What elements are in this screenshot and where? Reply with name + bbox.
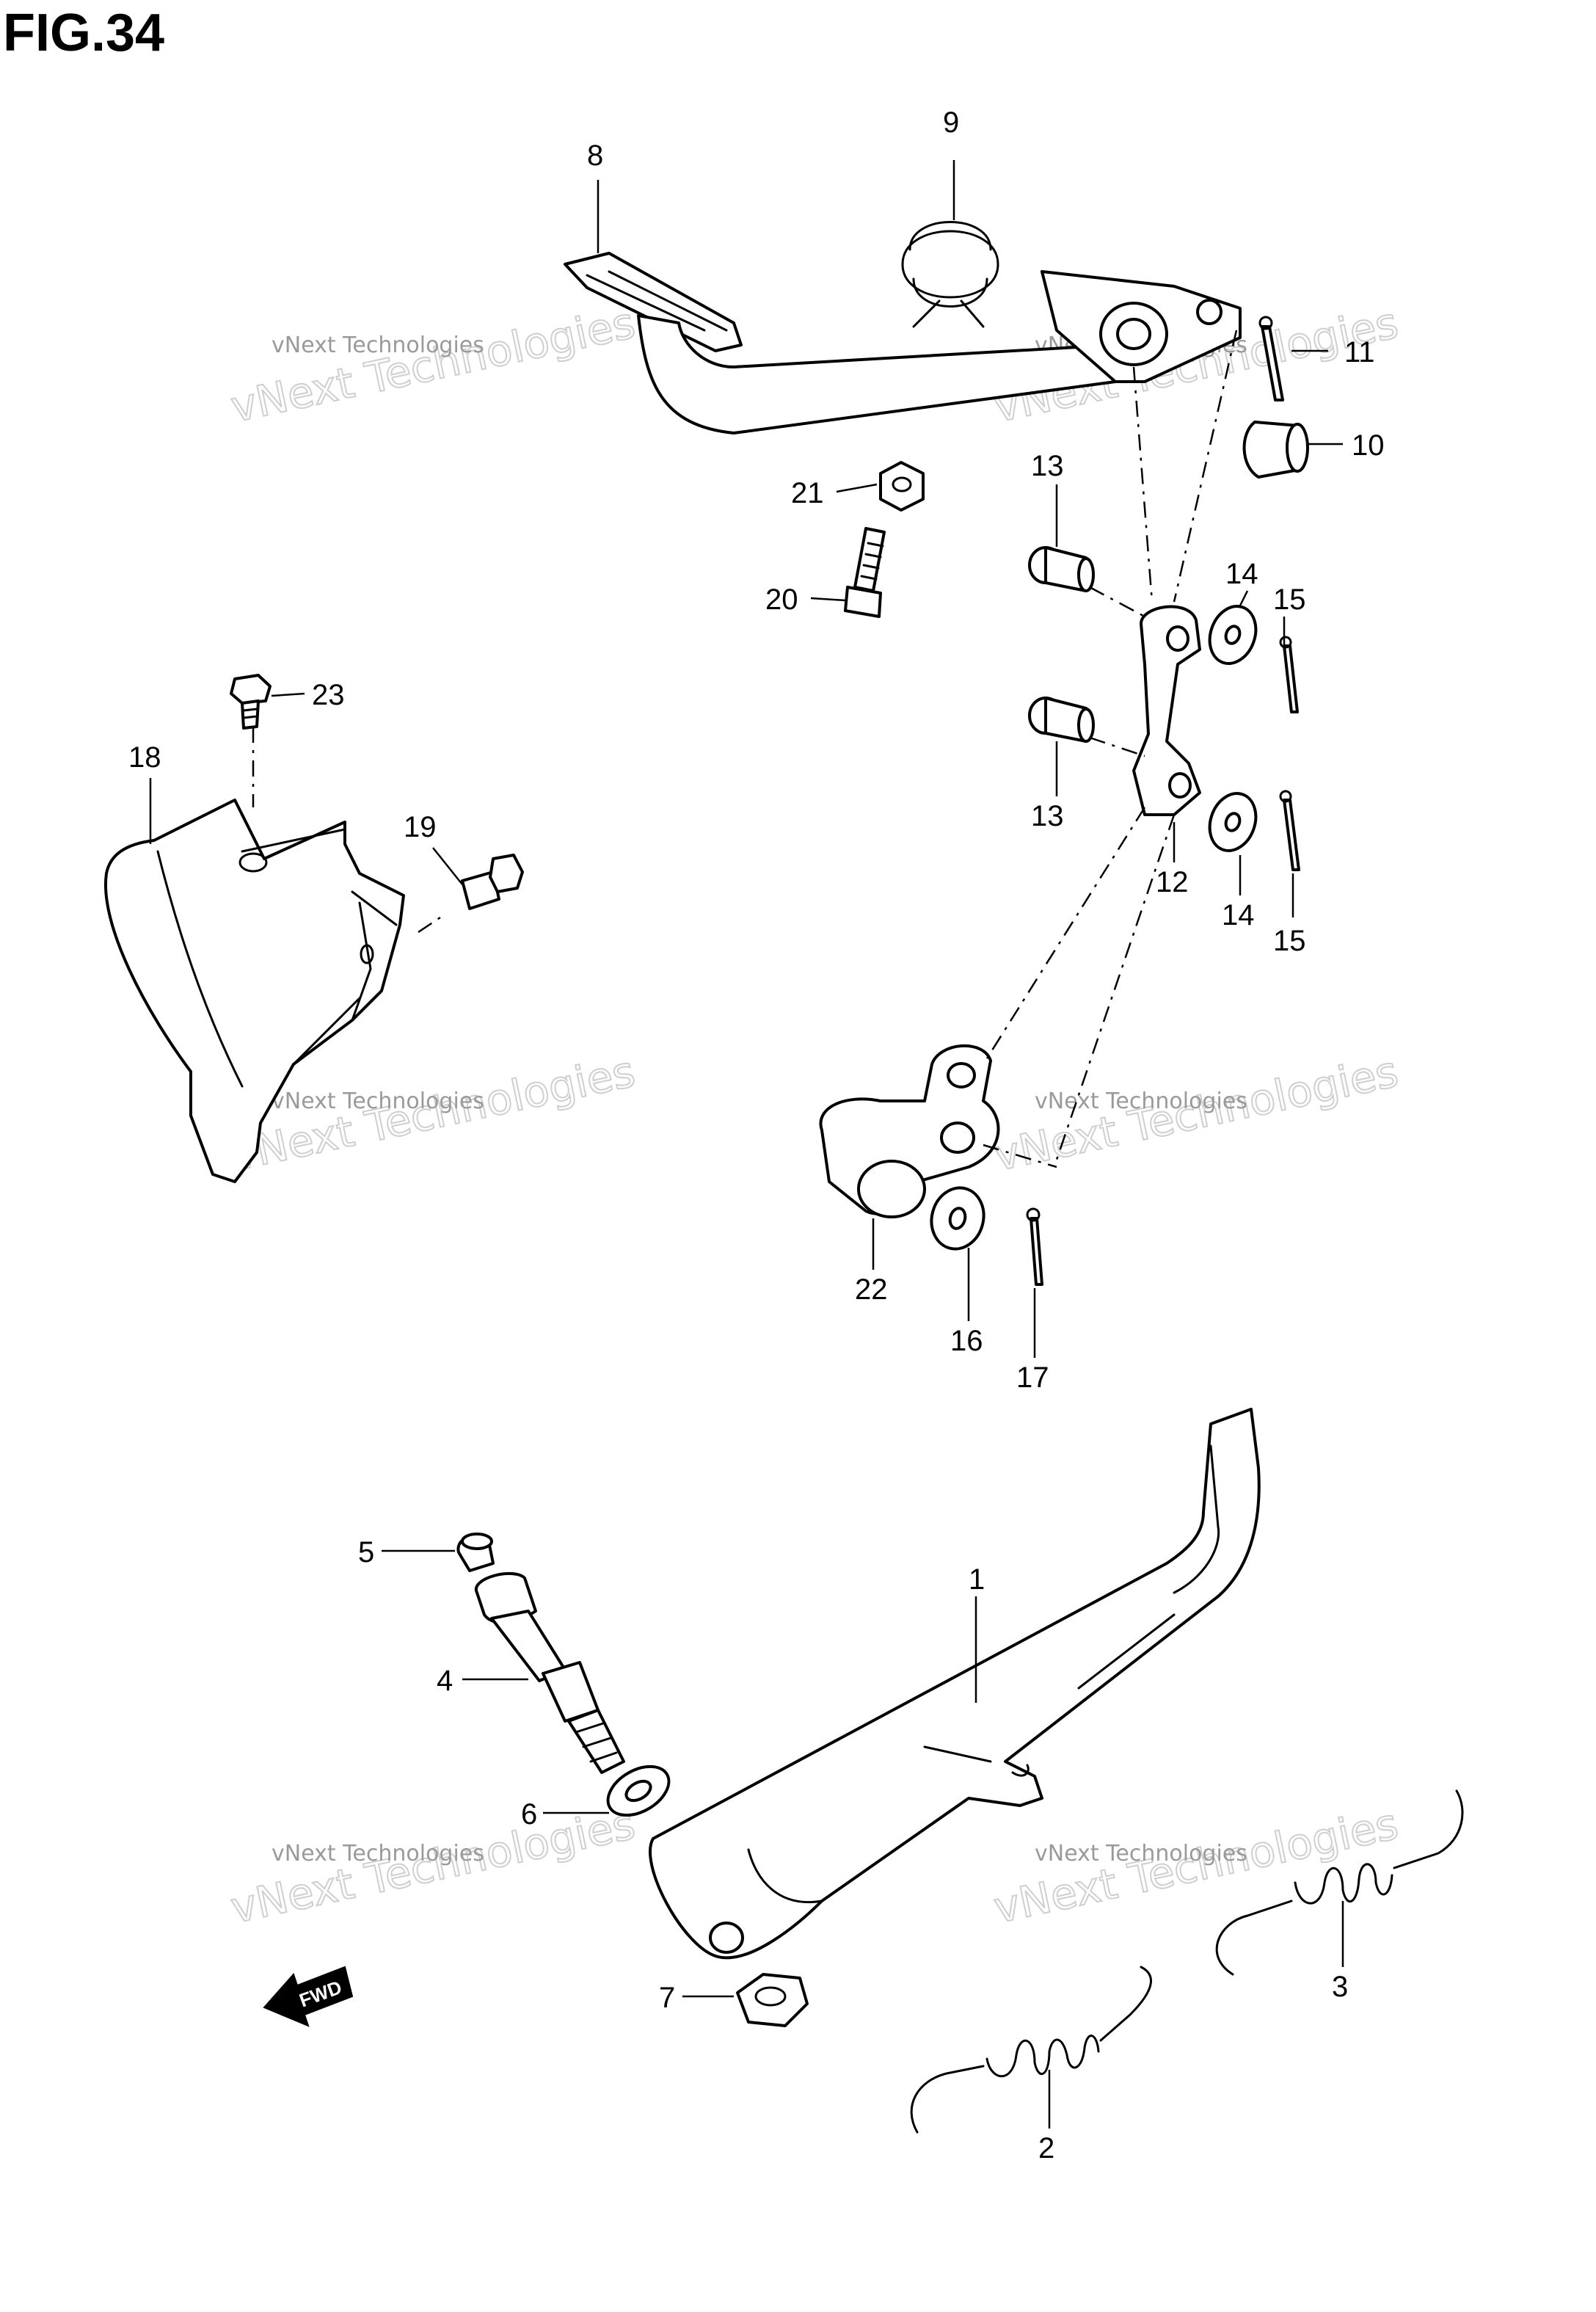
callout-12: 12 xyxy=(1156,866,1189,898)
part-20-cotter-pin xyxy=(1026,1207,1043,1286)
part-13-pin-lower xyxy=(1028,697,1095,743)
part-8-brake-pedal xyxy=(564,252,1242,435)
fwd-direction-arrow: FWD xyxy=(263,1966,354,2027)
watermark-6: vNext Technologies vNext Technologies xyxy=(989,1798,1403,1934)
part-12-rod xyxy=(1132,605,1201,816)
watermark-text-1: vNext Technologies xyxy=(272,332,484,358)
watermark-4: vNext Technologies vNext Technologies xyxy=(989,1046,1403,1182)
callout-14-upper: 14 xyxy=(1225,558,1258,590)
callout-16: 20 xyxy=(765,584,798,616)
figure-title: FIG.34 xyxy=(3,4,165,62)
part-19-washer xyxy=(930,1186,985,1251)
callout-19: 16 xyxy=(950,1325,983,1357)
part-13-pin-upper xyxy=(1028,546,1095,592)
callout-13-upper: 13 xyxy=(1031,450,1064,482)
part-6-washer xyxy=(606,1764,671,1817)
callout-13-lower: 13 xyxy=(1031,800,1064,832)
part-22-bolt xyxy=(461,854,524,910)
part-18-arm xyxy=(819,1044,1000,1218)
callout-15-upper: 15 xyxy=(1273,584,1306,616)
callout-5: 5 xyxy=(358,1536,374,1568)
watermark-text-5: vNext Technologies xyxy=(272,1841,484,1866)
callout-8: 8 xyxy=(587,139,603,172)
part-15-cotter-pin-upper xyxy=(1279,636,1299,713)
callout-10: 10 xyxy=(1352,429,1385,462)
alignment-lines xyxy=(252,330,1238,1168)
callout-6: 6 xyxy=(521,1798,537,1831)
callout-1: 1 xyxy=(969,1563,985,1596)
part-10-cap xyxy=(1242,421,1309,479)
part-5-cap xyxy=(456,1533,495,1572)
watermark-1: vNext Technologies vNext Technologies xyxy=(226,297,640,433)
watermark-text-3: vNext Technologies xyxy=(272,1088,484,1114)
callout-22: 19 xyxy=(404,811,437,843)
part-14-washer-upper xyxy=(1208,605,1258,665)
callout-23: 23 xyxy=(312,679,345,711)
part-21-guard xyxy=(104,799,405,1183)
watermark-text-4: vNext Technologies xyxy=(1035,1088,1247,1114)
callout-2: 2 xyxy=(1038,2132,1054,2164)
callout-17: 21 xyxy=(791,477,824,509)
callout-3: 3 xyxy=(1332,1971,1348,2003)
callout-14-lower: 14 xyxy=(1222,899,1255,931)
part-7-nut xyxy=(736,1973,809,2027)
callout-20: 17 xyxy=(1016,1362,1049,1394)
fwd-arrow-icon xyxy=(263,1966,354,2027)
callout-15-lower: 15 xyxy=(1273,925,1306,957)
part-2-spring xyxy=(910,1966,1152,2134)
watermark-text-6: vNext Technologies xyxy=(1035,1841,1247,1866)
part-17-nut xyxy=(879,461,925,512)
watermark-5: vNext Technologies vNext Technologies xyxy=(226,1798,640,1934)
leader-lines xyxy=(149,160,1344,2129)
callout-11: 11 xyxy=(1344,336,1375,368)
watermark-big-1: vNext Technologies xyxy=(227,298,639,432)
callout-7: 7 xyxy=(659,1982,675,2014)
part-1-side-stand xyxy=(649,1408,1261,1960)
part-23-bolt xyxy=(230,674,272,730)
callout-9: 9 xyxy=(943,106,959,139)
callout-18: 22 xyxy=(855,1273,888,1306)
callout-21: 18 xyxy=(128,741,161,774)
part-11-cotter-pin xyxy=(1258,316,1284,401)
part-15-cotter-pin-lower xyxy=(1279,790,1300,871)
part-16-bolt xyxy=(844,527,886,618)
part-14-washer-lower xyxy=(1208,792,1258,852)
callout-4: 4 xyxy=(437,1665,453,1697)
callout-labels: 9 8 11 10 21 13 20 14 15 13 12 14 15 22 … xyxy=(128,106,1385,2164)
part-3-spring xyxy=(1215,1789,1464,1976)
part-9-spring xyxy=(901,221,999,328)
part-4-pivot-bolt xyxy=(474,1571,625,1774)
